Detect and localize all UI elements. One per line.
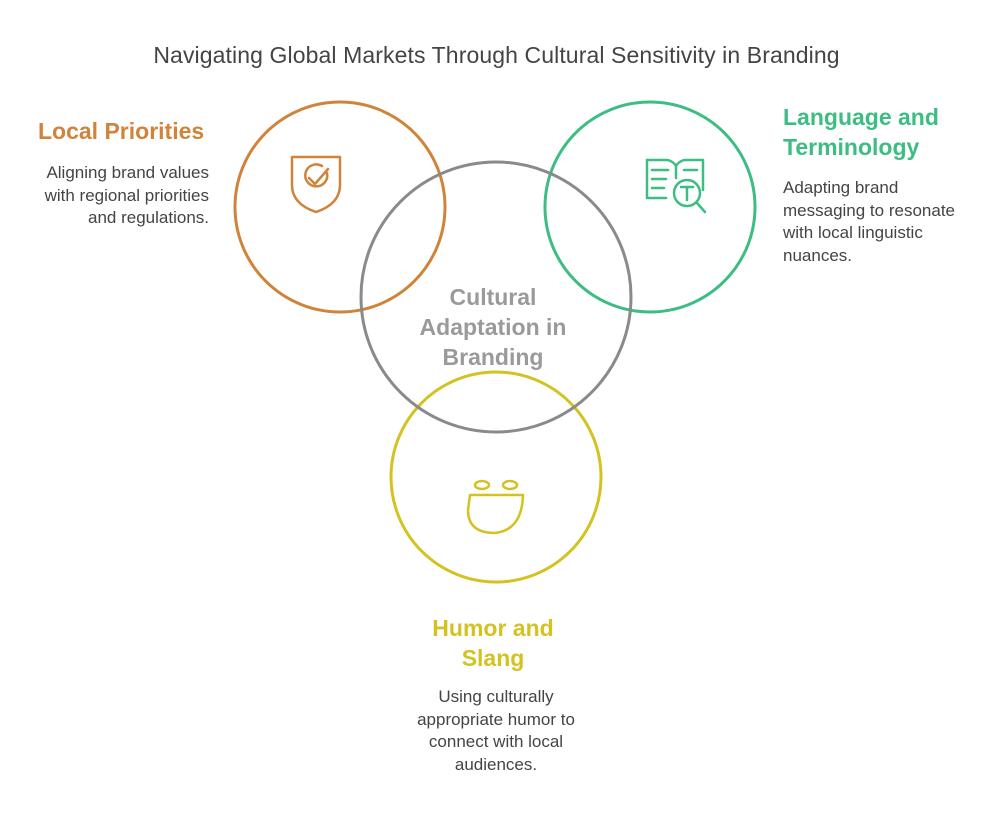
local-priorities-circle <box>233 100 447 314</box>
language-terminology-heading: Language and Terminology <box>783 104 939 160</box>
humor-slang-heading: Humor and Slang <box>432 615 554 671</box>
cultural-adaptation-circle <box>359 160 633 434</box>
diagram-title: Navigating Global Markets Through Cultur… <box>153 42 840 68</box>
language-terminology-description: Adapting brand messaging to resonate wit… <box>783 178 955 265</box>
book-search-icon <box>645 158 707 214</box>
center-label: Cultural Adaptation in Branding <box>419 284 567 370</box>
language-terminology-circle <box>543 100 757 314</box>
smiley-icon <box>466 479 525 535</box>
local-priorities-heading: Local Priorities <box>38 118 205 144</box>
local-priorities-description: Aligning brand values with regional prio… <box>44 163 209 227</box>
shield-check-icon <box>290 155 342 214</box>
humor-slang-description: Using culturally appropriate humor to co… <box>417 687 575 774</box>
humor-slang-circle <box>389 370 603 584</box>
